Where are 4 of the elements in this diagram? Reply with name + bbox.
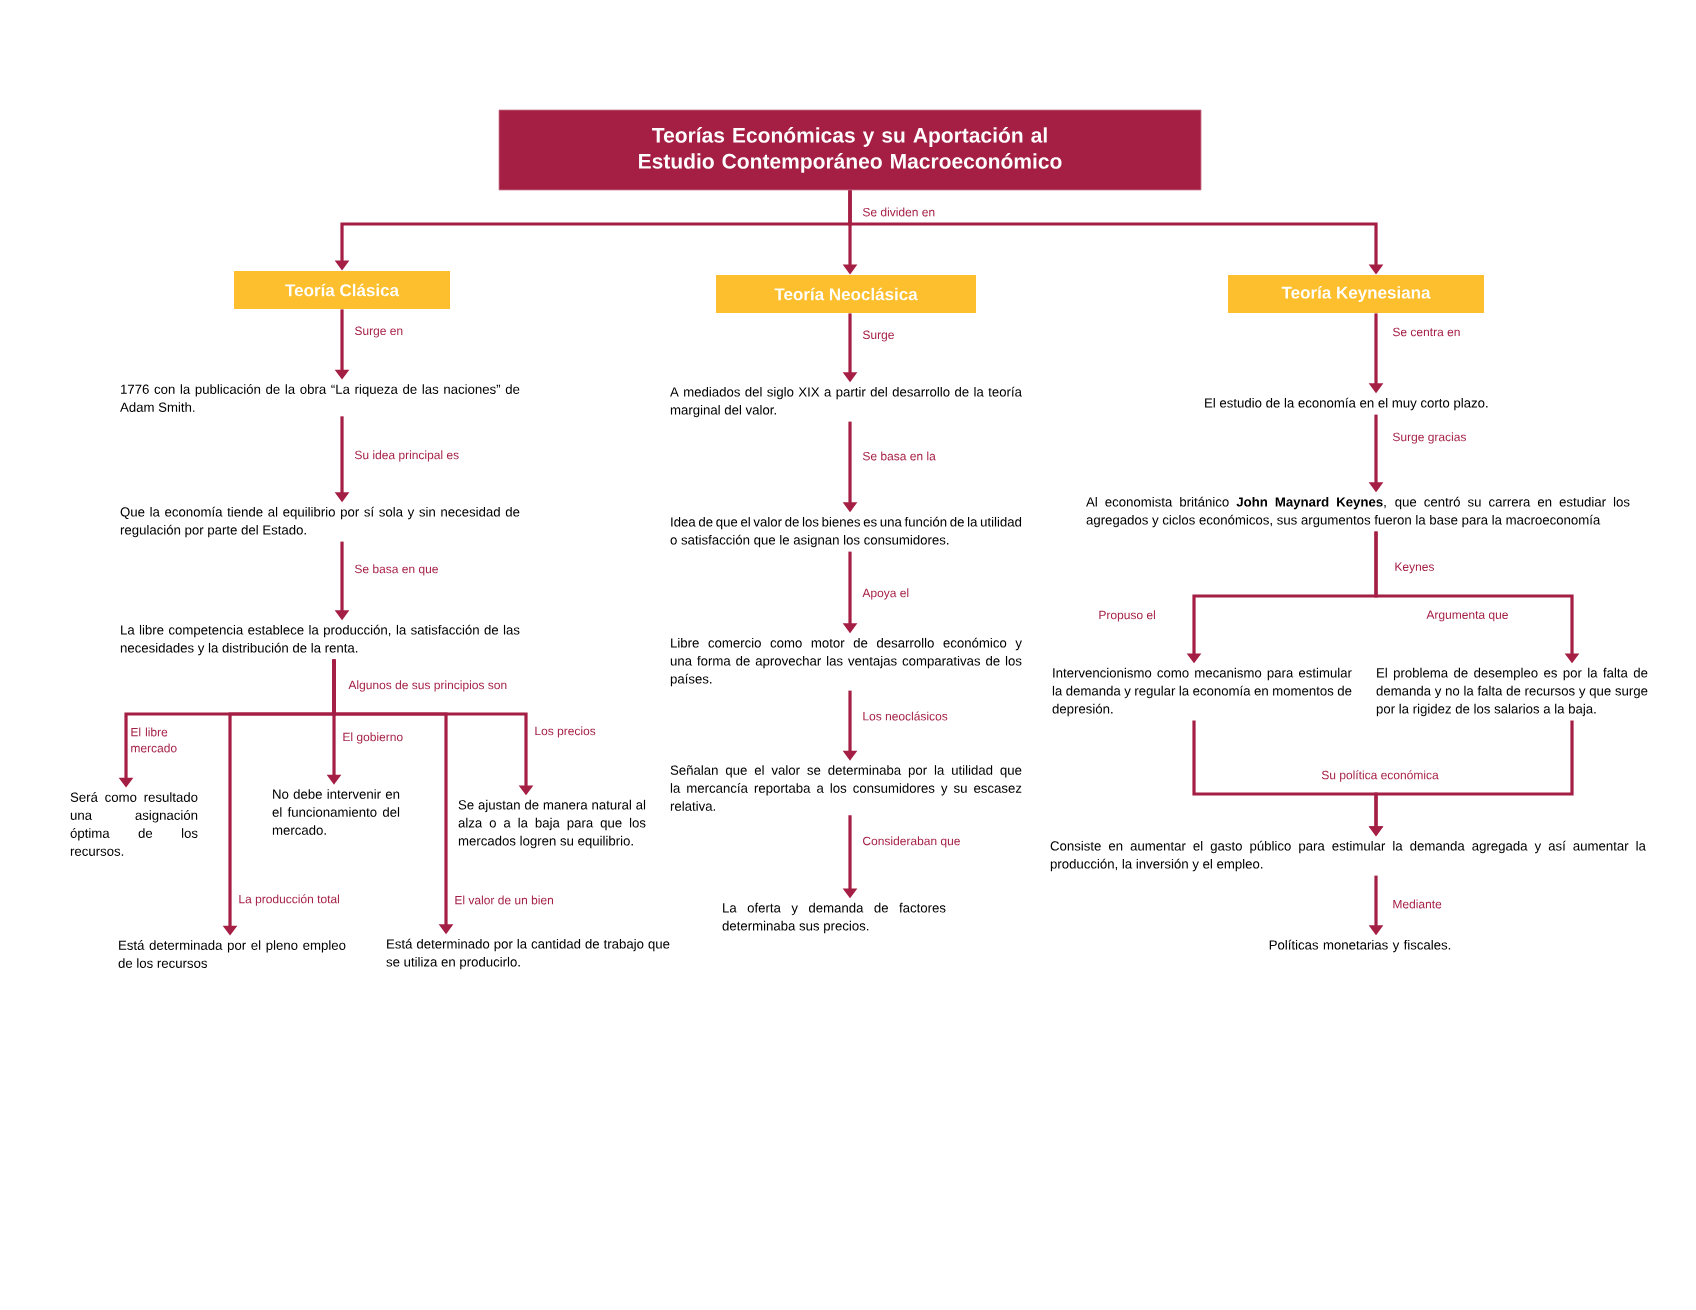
title-box: Teorías Económicas y su Aportación al Estudio Contemporáneo Macroeconómico	[498, 109, 1202, 191]
theory-box: Teoría Neoclásica	[716, 275, 976, 313]
theory-box: Teoría Clásica	[234, 271, 450, 309]
theory-box: Teoría Keynesiana	[1228, 275, 1484, 313]
